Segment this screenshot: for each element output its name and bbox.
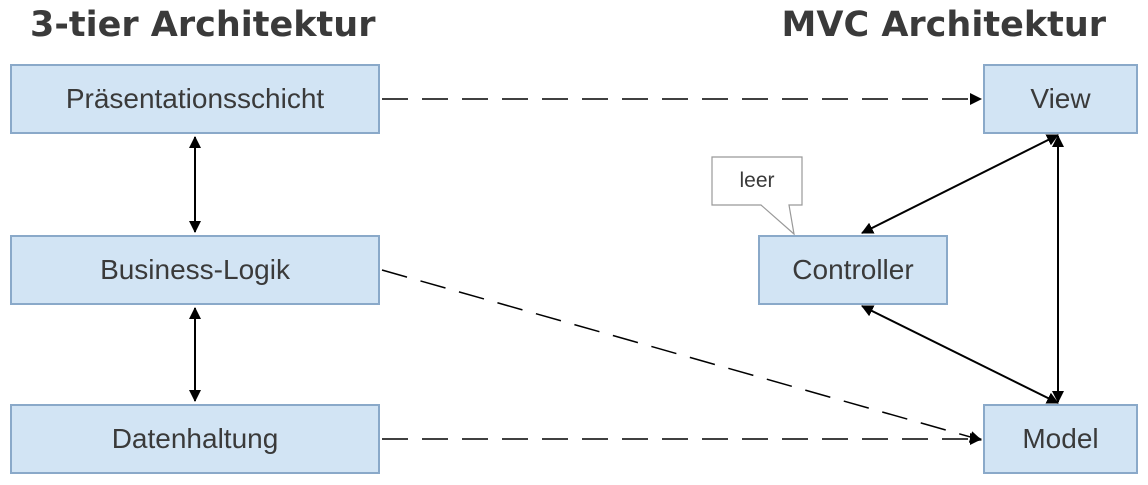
controller-model-arrow [861,305,1059,404]
presentation-layer-box: Präsentationsschicht [10,64,380,134]
mvc-title: MVC Architektur [781,5,1106,45]
controller-box: Controller [758,235,948,305]
business-to-model-dashed-arrow [381,269,982,443]
data-storage-box: Datenhaltung [10,404,380,474]
model-box: Model [983,404,1138,474]
controller-view-arrow [861,134,1059,234]
business-logic-box: Business-Logik [10,235,380,305]
callout-bubble [711,156,803,236]
three-tier-title: 3-tier Architektur [30,5,376,45]
callout-text: leer [739,169,775,192]
view-box: View [983,64,1138,134]
